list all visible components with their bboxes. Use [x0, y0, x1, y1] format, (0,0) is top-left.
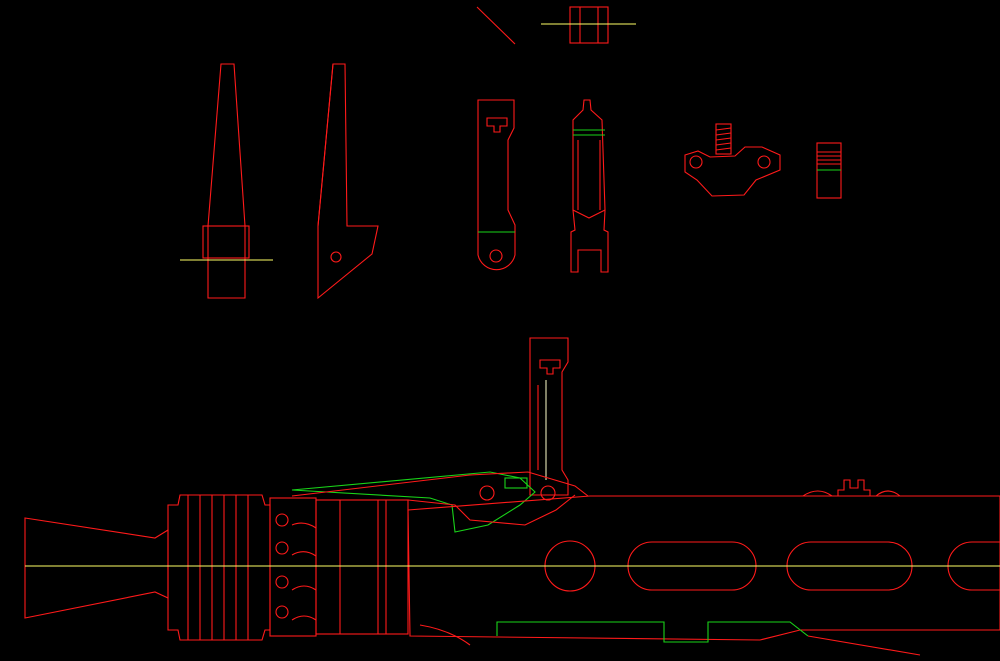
sight-leaf-side-view[interactable]: [477, 99, 516, 271]
barrel-jacket-assembly[interactable]: [24, 337, 1000, 656]
threaded-bracket[interactable]: [684, 123, 781, 197]
tapered-blade-side-view[interactable]: [317, 63, 379, 300]
tapered-blade-front-view[interactable]: [180, 63, 273, 299]
striped-block[interactable]: [816, 142, 842, 199]
pin[interactable]: [476, 6, 516, 45]
sight-leaf-front-view[interactable]: [570, 99, 609, 273]
bolt-top-view[interactable]: [541, 6, 636, 44]
